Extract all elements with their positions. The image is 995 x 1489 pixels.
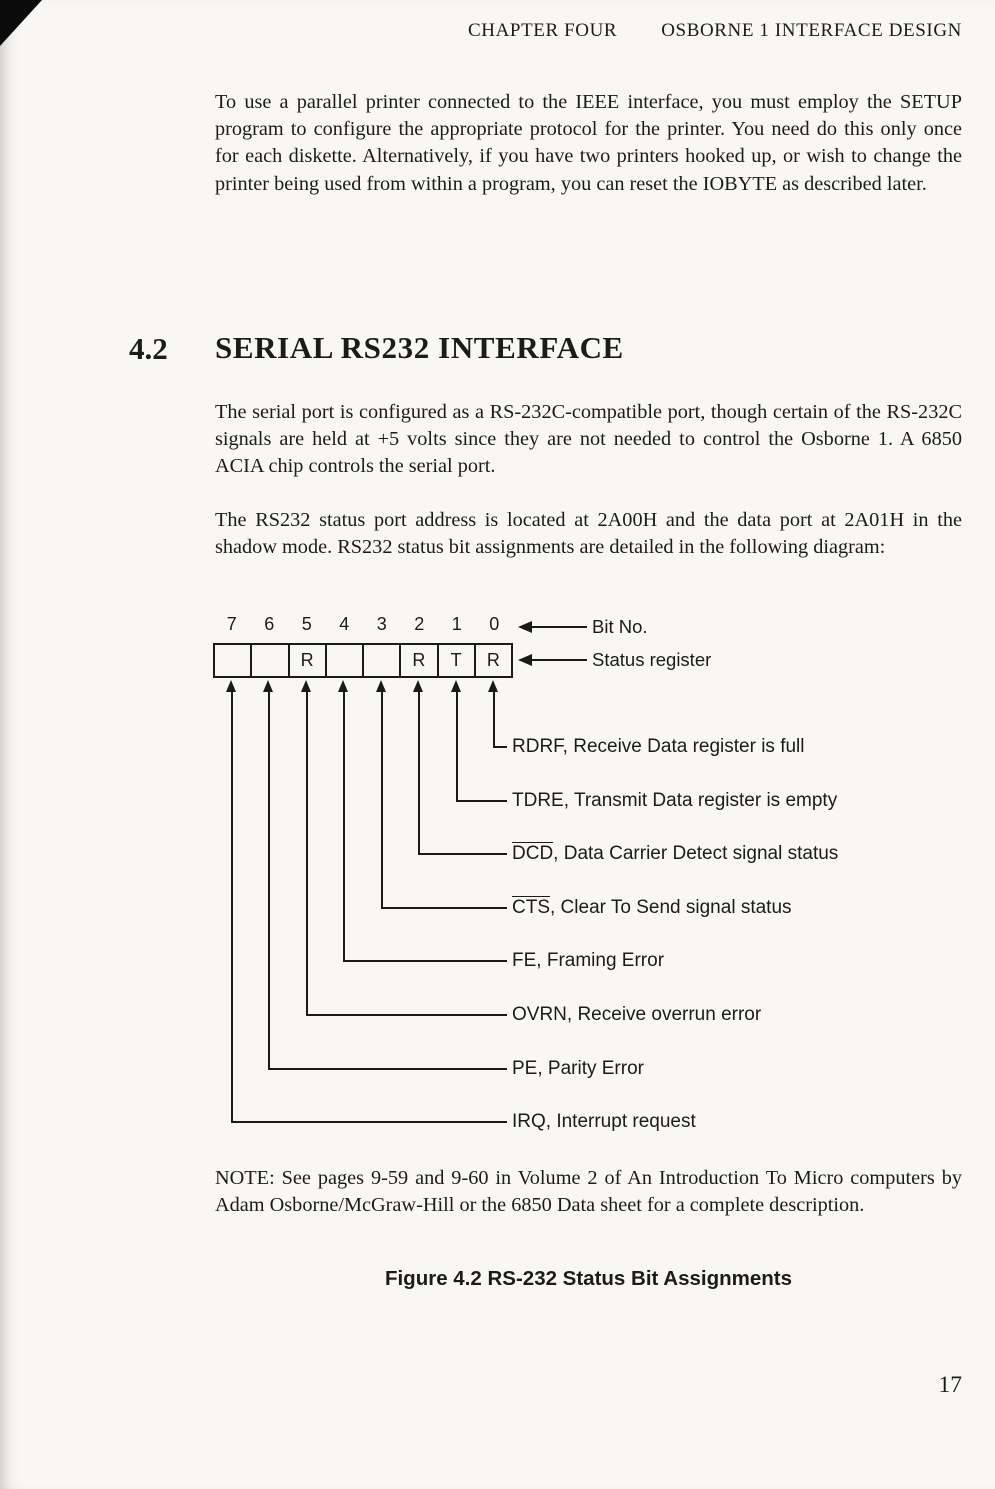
- connector-hline: [268, 1068, 507, 1070]
- left-arrow-icon: [518, 621, 532, 633]
- signal-label: CTS, Clear To Send signal status: [512, 897, 792, 918]
- paragraph-status-port: The RS232 status port address is located…: [215, 509, 962, 559]
- bit-number: 0: [489, 614, 500, 634]
- signal-abbr: TDRE: [512, 790, 564, 811]
- signal-abbr: PE: [512, 1058, 538, 1079]
- up-arrow-icon: [301, 680, 311, 692]
- signal-label: OVRN, Receive overrun error: [512, 1004, 762, 1025]
- connector-hline: [418, 853, 507, 855]
- book-title: OSBORNE 1 INTERFACE DESIGN: [661, 20, 962, 41]
- scan-artifact-corner: [0, 0, 42, 46]
- connector-vline: [493, 692, 495, 748]
- up-arrow-icon: [451, 680, 461, 692]
- pointer-line: [530, 626, 587, 628]
- register-cell: [364, 645, 402, 676]
- connector-vline: [306, 692, 308, 1016]
- up-arrow-icon: [338, 680, 348, 692]
- connector-vline: [343, 692, 345, 962]
- connector-vline: [456, 692, 458, 802]
- pointer-line: [530, 659, 587, 661]
- signal-label: RDRF, Receive Data register is full: [512, 736, 805, 757]
- signal-abbr: DCD: [512, 843, 554, 864]
- signal-abbr: CTS: [512, 897, 550, 918]
- note-paragraph: NOTE: See pages 9-59 and 9-60 in Volume …: [215, 1167, 962, 1217]
- connector-hline: [381, 907, 507, 909]
- up-arrow-icon: [226, 680, 236, 692]
- page-header: CHAPTER FOUR OSBORNE 1 INTERFACE DESIGN: [215, 20, 962, 42]
- register-cell: [327, 645, 364, 676]
- signal-label: FE, Framing Error: [512, 950, 665, 971]
- connector-hline: [456, 800, 507, 802]
- chapter-label: CHAPTER FOUR: [468, 20, 618, 41]
- register-cell: R: [486, 650, 500, 670]
- connector-vline: [381, 692, 383, 909]
- bit-number: 7: [226, 614, 237, 634]
- signal-label: TDRE, Transmit Data register is empty: [512, 790, 838, 811]
- bit-number-row: 7 6 5 4 3 2 1 0: [213, 614, 513, 635]
- up-arrow-icon: [263, 680, 273, 692]
- register-cell: R: [401, 645, 439, 676]
- connector-vline: [268, 692, 270, 1070]
- signal-label: IRQ, Interrupt request: [512, 1111, 696, 1132]
- section-title: SERIAL RS232 INTERFACE: [215, 330, 624, 365]
- connector-vline: [418, 692, 420, 855]
- signal-label: DCD, Data Carrier Detect signal status: [512, 843, 839, 864]
- bit-no-label: Bit No.: [592, 616, 648, 637]
- signal-label: PE, Parity Error: [512, 1058, 644, 1079]
- register-cell: R: [290, 645, 327, 676]
- signal-abbr: FE: [512, 950, 537, 971]
- connector-hline: [231, 1121, 507, 1123]
- figure-caption: Figure 4.2 RS-232 Status Bit Assignments: [384, 1267, 793, 1290]
- left-arrow-icon: [518, 654, 532, 666]
- paragraph-serial-port: The serial port is configured as a RS-23…: [215, 401, 962, 478]
- up-arrow-icon: [376, 680, 386, 692]
- up-arrow-icon: [413, 680, 423, 692]
- signal-abbr: RDRF: [512, 736, 563, 757]
- bit-number: 1: [451, 614, 462, 634]
- register-cell: [252, 645, 290, 676]
- bit-number: 6: [264, 614, 275, 634]
- bit-number: 3: [376, 614, 387, 634]
- section-number: 4.2: [129, 331, 168, 366]
- connector-hline: [343, 960, 507, 962]
- connector-hline: [306, 1014, 507, 1016]
- bit-number: 2: [414, 614, 425, 634]
- bit-number: 4: [339, 614, 350, 634]
- status-register-label: Status register: [592, 649, 712, 670]
- signal-abbr: IRQ: [512, 1111, 546, 1132]
- connector-hline: [493, 746, 507, 748]
- up-arrow-icon: [488, 680, 498, 692]
- register-cell: [215, 645, 253, 676]
- bit-number: 5: [301, 614, 312, 634]
- register-cell: T: [439, 645, 476, 676]
- intro-paragraph: To use a parallel printer connected to t…: [215, 91, 962, 195]
- signal-abbr: OVRN: [512, 1004, 567, 1025]
- page-number: 17: [938, 1372, 963, 1398]
- connector-vline: [231, 692, 233, 1123]
